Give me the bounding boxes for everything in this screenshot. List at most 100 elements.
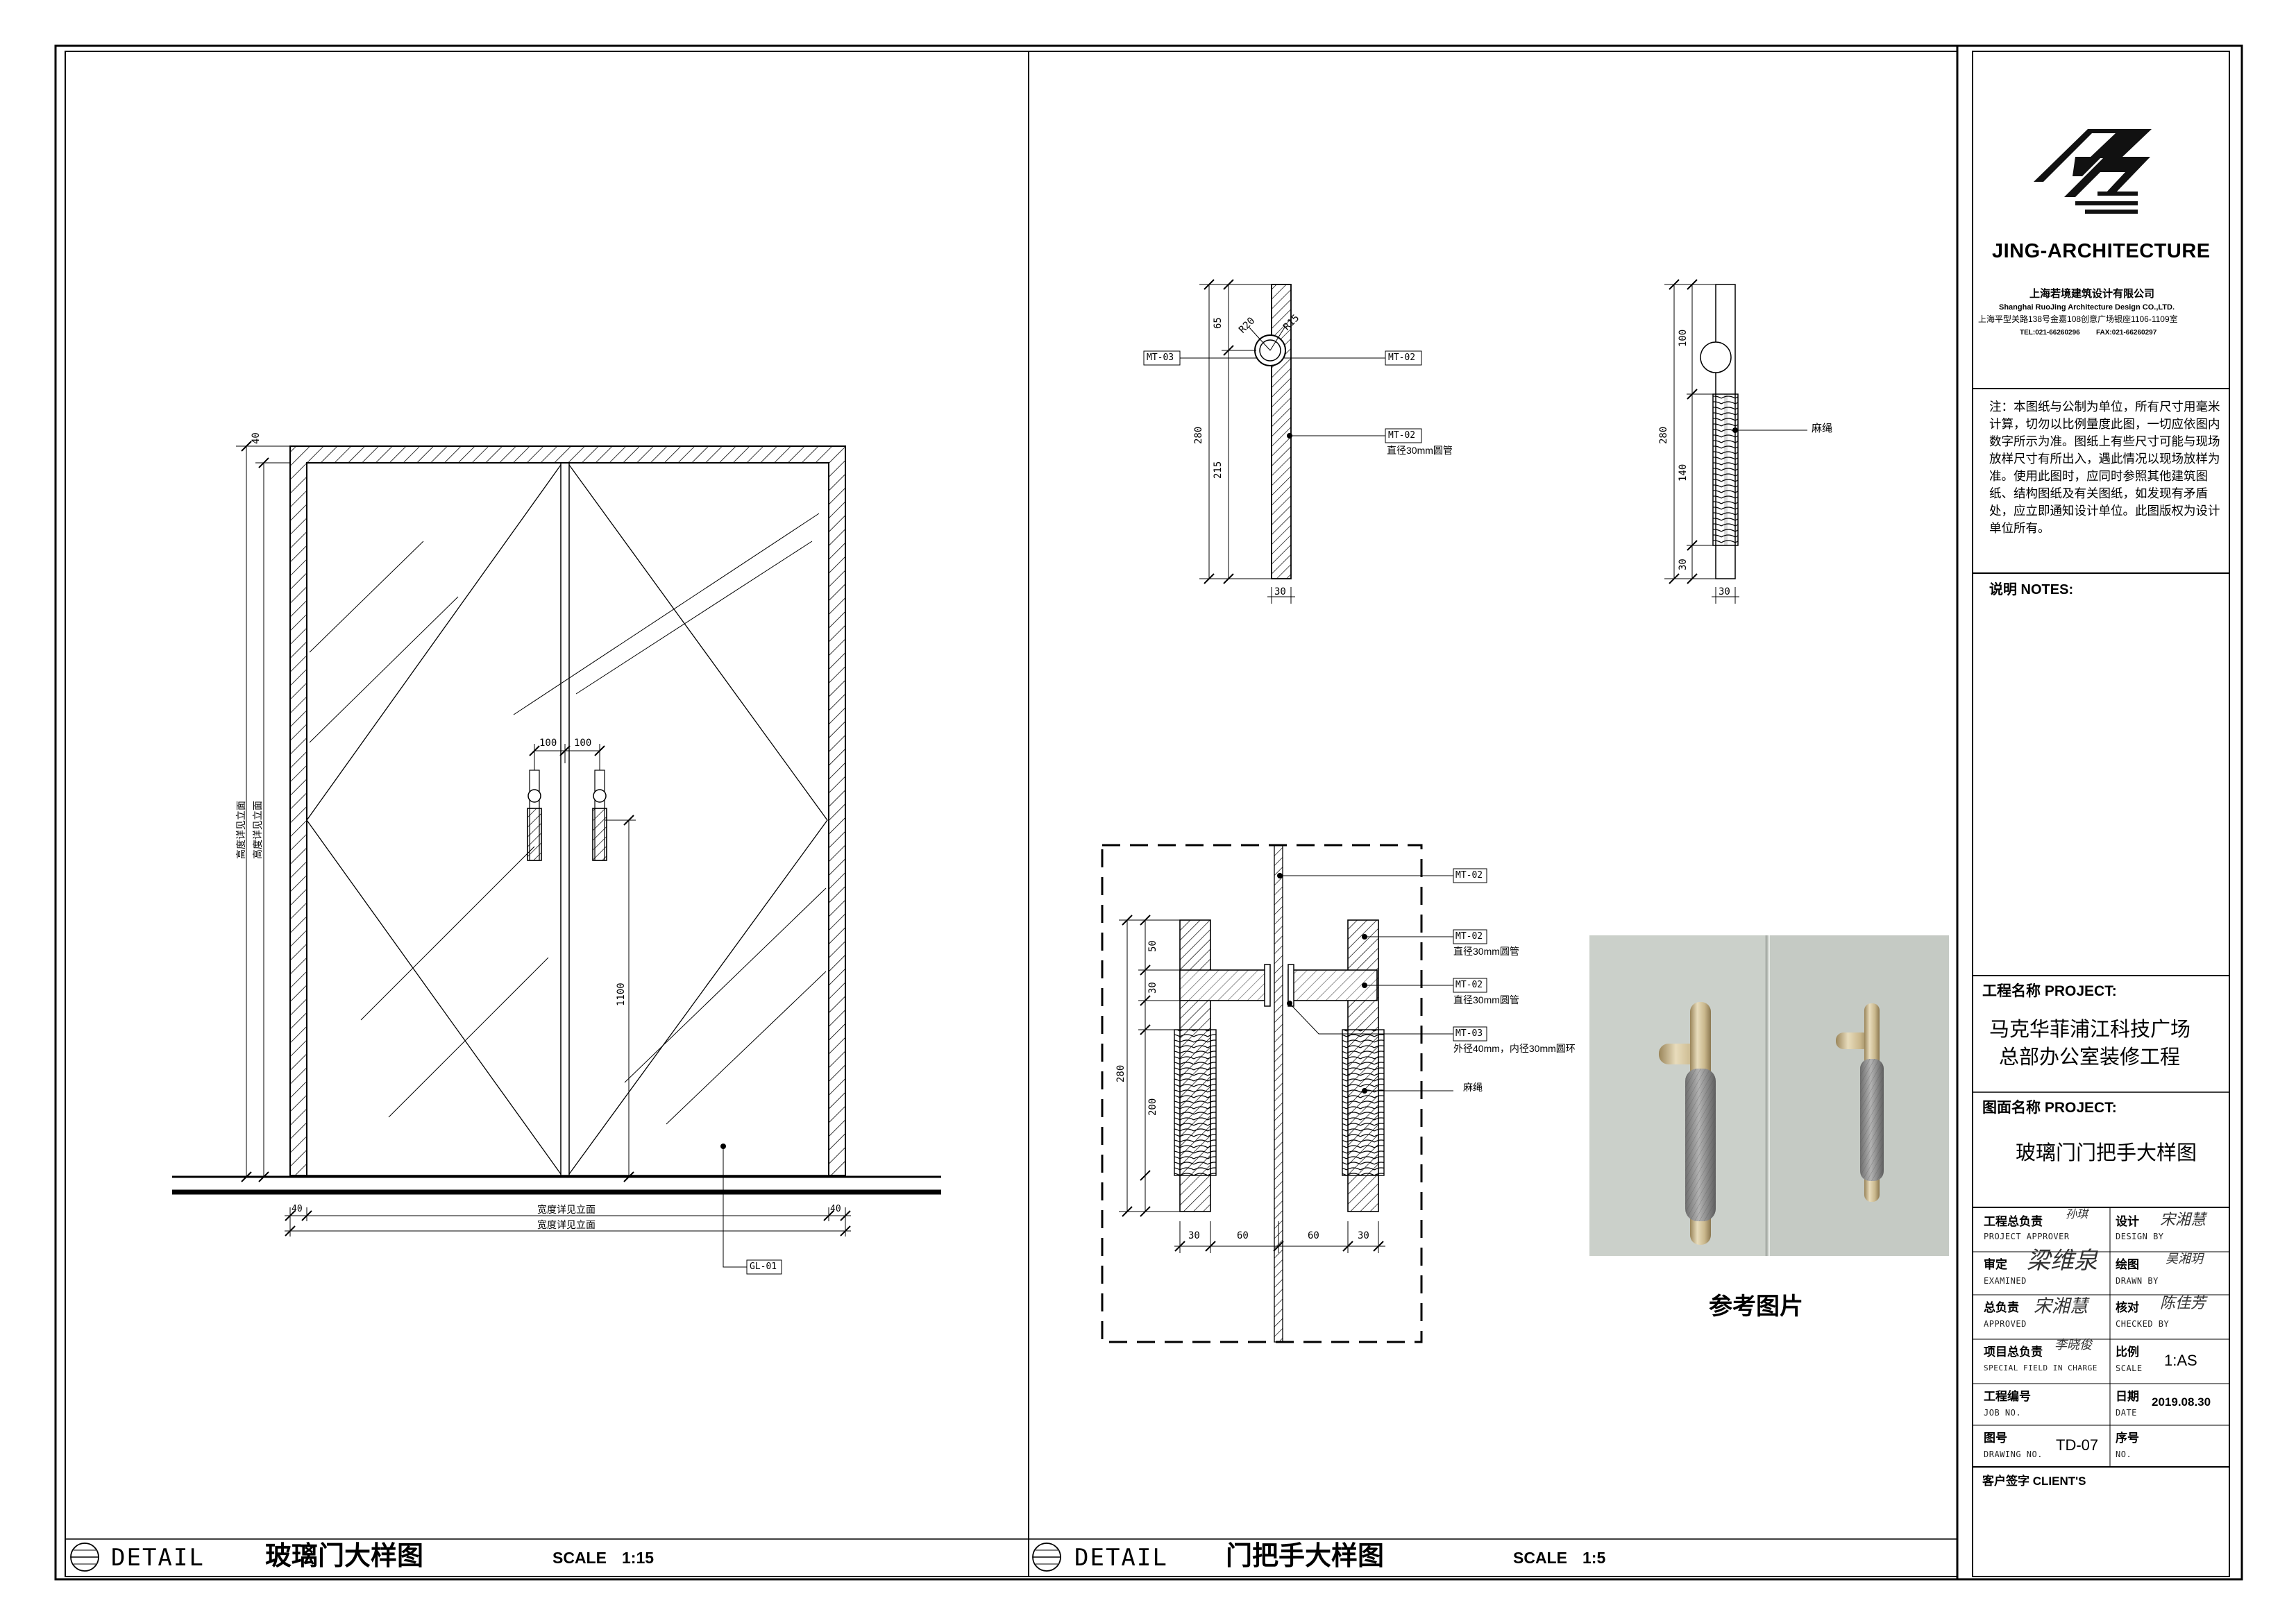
scale-cn: 比例: [2116, 1345, 2139, 1359]
handle-side-view-2: [1664, 279, 1807, 604]
dim-bottom-3: 60: [1308, 1230, 1319, 1241]
date-value: 2019.08.30: [2152, 1395, 2211, 1409]
design-signature: 宋湘慧: [2160, 1212, 2206, 1229]
examined-cn: 审定: [1984, 1258, 2007, 1271]
dim-bottom-1: 30: [1188, 1230, 1200, 1241]
dim-bottom-4: 30: [1358, 1230, 1369, 1241]
company-tel: TEL:021-66260296: [2020, 329, 2080, 337]
tag-mt03-side: MT-03: [1147, 352, 1174, 363]
dim-bottom-40-left: 40: [292, 1204, 303, 1214]
detail-word-right: DETAIL: [1074, 1544, 1168, 1572]
detail-word-left: DETAIL: [111, 1544, 205, 1572]
detail-symbol-right: [1032, 1543, 1061, 1572]
note-ring: 外径40mm，内径30mm圆环: [1453, 1043, 1576, 1054]
special-signature: 李晓俊: [2054, 1338, 2092, 1352]
disclaimer-text: 注：本图纸与公制为单位，所有尺寸用毫米计算，切勿以比例量度此图，一切应依图内数字…: [1989, 400, 2220, 535]
dim-height-label-2: 高度详见立面: [252, 801, 263, 859]
project-label: 工程名称 PROJECT:: [1982, 983, 2117, 999]
glass-door-elevation: [172, 441, 941, 1275]
drawing-no-value: TD-07: [2056, 1436, 2099, 1454]
brand-logo-mark: [2034, 129, 2152, 214]
detail-symbol-left: [70, 1543, 99, 1572]
dim-30-b: 30: [1719, 586, 1730, 597]
date-en: DATE: [2116, 1408, 2137, 1418]
title-block-grid: [1973, 388, 2229, 1468]
drawing-name: 玻璃门门把手大样图: [2016, 1142, 2197, 1164]
scale-en: SCALE: [2116, 1363, 2143, 1373]
drawing-no-en: DRAWING NO.: [1984, 1450, 2043, 1459]
dim-280-plan: 280: [1115, 1064, 1126, 1082]
seq-en: NO.: [2116, 1450, 2132, 1459]
dim-bottom-40-right: 40: [830, 1204, 841, 1214]
examined-signature: 梁维泉: [2027, 1247, 2097, 1275]
company-name-cn: 上海若境建筑设计有限公司: [2029, 288, 2155, 300]
approved-cn: 总负责: [1984, 1301, 2019, 1314]
project-name-line2: 总部办公室装修工程: [1999, 1046, 2181, 1069]
seq-cn: 序号: [2116, 1431, 2139, 1445]
dim-handle-height: 1100: [616, 983, 627, 1006]
reference-photo: [1589, 935, 1949, 1256]
company-fax: FAX:021-66260297: [2096, 329, 2157, 337]
company-address: 上海平型关路138号金嘉108创意广场银座1106-1109室: [1978, 314, 2178, 324]
approved-en: APPROVED: [1984, 1319, 2027, 1329]
drawn-cn: 绘图: [2116, 1258, 2139, 1271]
dim-30-a: 30: [1274, 586, 1286, 597]
drawing-no-cn: 图号: [1984, 1431, 2007, 1445]
brand-name: JING-ARCHITECTURE: [1992, 240, 2211, 262]
handle-side-view-1: [1143, 279, 1422, 604]
dim-30-vertical: 30: [1678, 559, 1689, 570]
drawn-signature: 吴湘玥: [2166, 1252, 2203, 1266]
tag-gl-01: GL-01: [750, 1261, 777, 1272]
dim-30-plan: 30: [1147, 982, 1158, 994]
scale-value-left: 1:15: [622, 1549, 655, 1567]
note-rope-side: 麻绳: [1812, 423, 1833, 434]
dim-280-a: 280: [1193, 426, 1204, 444]
note-pipe-b: 直径30mm圆管: [1453, 994, 1519, 1005]
dim-280-b: 280: [1658, 426, 1669, 444]
job-no-en: JOB NO.: [1984, 1408, 2022, 1418]
scale-value: 1:AS: [2164, 1352, 2197, 1369]
drawing-label: 图面名称 PROJECT:: [1982, 1100, 2117, 1116]
company-name-en: Shanghai RuoJing Architecture Design CO.…: [1999, 303, 2175, 312]
project-name-line1: 马克华菲浦江科技广场: [1989, 1019, 2191, 1041]
dim-handle-left: 100: [539, 738, 557, 749]
dim-top-40: 40: [251, 432, 262, 444]
notes-label: 说明 NOTES:: [1989, 582, 2074, 597]
tag-mt02-side: MT-02: [1388, 352, 1416, 363]
design-en: DESIGN BY: [2116, 1232, 2164, 1241]
tag-mt02-glass: MT-02: [1455, 870, 1483, 881]
approved-signature: 宋湘慧: [2034, 1296, 2088, 1317]
client-signature-label: 客户签字 CLIENT'S: [1982, 1475, 2086, 1488]
scale-label-right: SCALE: [1513, 1549, 1567, 1567]
photo-caption: 参考图片: [1709, 1293, 1803, 1320]
job-no-cn: 工程编号: [1984, 1390, 2031, 1403]
approver-cn: 工程总负责: [1984, 1215, 2043, 1228]
design-cn: 设计: [2116, 1215, 2139, 1228]
tag-mt02-a: MT-02: [1455, 931, 1483, 942]
checked-cn: 核对: [2116, 1301, 2139, 1314]
dim-50: 50: [1147, 940, 1158, 952]
dim-100: 100: [1678, 329, 1689, 347]
dim-width-label-2: 宽度详见立面: [537, 1219, 596, 1230]
dim-height-label-1: 高度详见立面: [235, 801, 246, 859]
checked-signature: 陈佳芳: [2160, 1295, 2206, 1312]
dim-200-plan: 200: [1147, 1098, 1158, 1116]
dim-width-label-1: 宽度详见立面: [537, 1204, 596, 1215]
dim-bottom-2: 60: [1237, 1230, 1249, 1241]
tag-mt02-body: MT-02: [1388, 430, 1416, 441]
approver-signature: 孙琪: [2066, 1207, 2088, 1221]
note-body-pipe: 直径30mm圆管: [1387, 445, 1453, 456]
drawn-en: DRAWN BY: [2116, 1276, 2159, 1286]
dim-65: 65: [1213, 317, 1224, 329]
date-cn: 日期: [2116, 1390, 2139, 1403]
special-cn: 项目总负责: [1984, 1345, 2043, 1359]
approver-en: PROJECT APPROVER: [1984, 1232, 2070, 1241]
note-pipe-a: 直径30mm圆管: [1453, 946, 1519, 957]
dim-140: 140: [1678, 464, 1689, 482]
scale-label-left: SCALE: [552, 1549, 607, 1567]
detail-title-left: 玻璃门大样图: [265, 1542, 424, 1571]
tag-mt03-ring: MT-03: [1455, 1028, 1483, 1039]
dim-handle-right: 100: [574, 738, 592, 749]
tag-mt02-b: MT-02: [1455, 980, 1483, 990]
